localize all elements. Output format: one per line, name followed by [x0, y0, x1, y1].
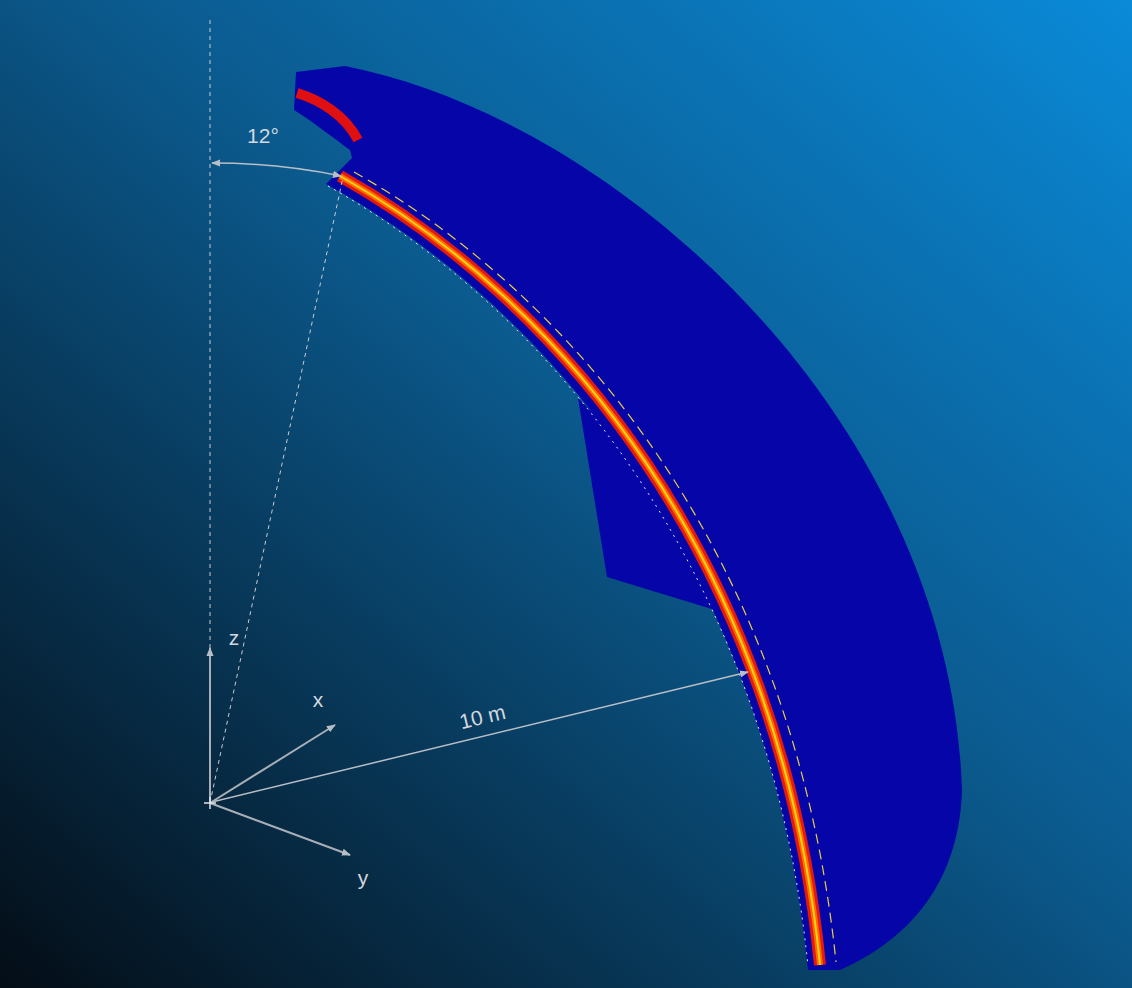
radius-line — [212, 672, 748, 802]
axis-label: z — [229, 626, 240, 649]
y-axis — [210, 803, 350, 855]
angle-dashed-line — [210, 177, 343, 803]
red-stripe — [297, 93, 358, 140]
angle-arc — [212, 163, 341, 176]
dotted-line — [328, 186, 808, 966]
band-outer — [340, 176, 820, 965]
shell-flap — [578, 398, 715, 610]
band-middle — [340, 176, 820, 965]
x-axis — [210, 725, 335, 803]
angle-dimension: 12° — [247, 124, 279, 147]
axis-label: y — [358, 866, 369, 889]
shell-body — [294, 66, 962, 970]
dashed-line — [354, 172, 836, 962]
origin-mark — [204, 797, 216, 809]
radius-dimension: 10 m — [457, 700, 508, 733]
z-axis — [209, 648, 211, 803]
band-core — [340, 176, 820, 965]
axis-label: x — [313, 688, 324, 711]
